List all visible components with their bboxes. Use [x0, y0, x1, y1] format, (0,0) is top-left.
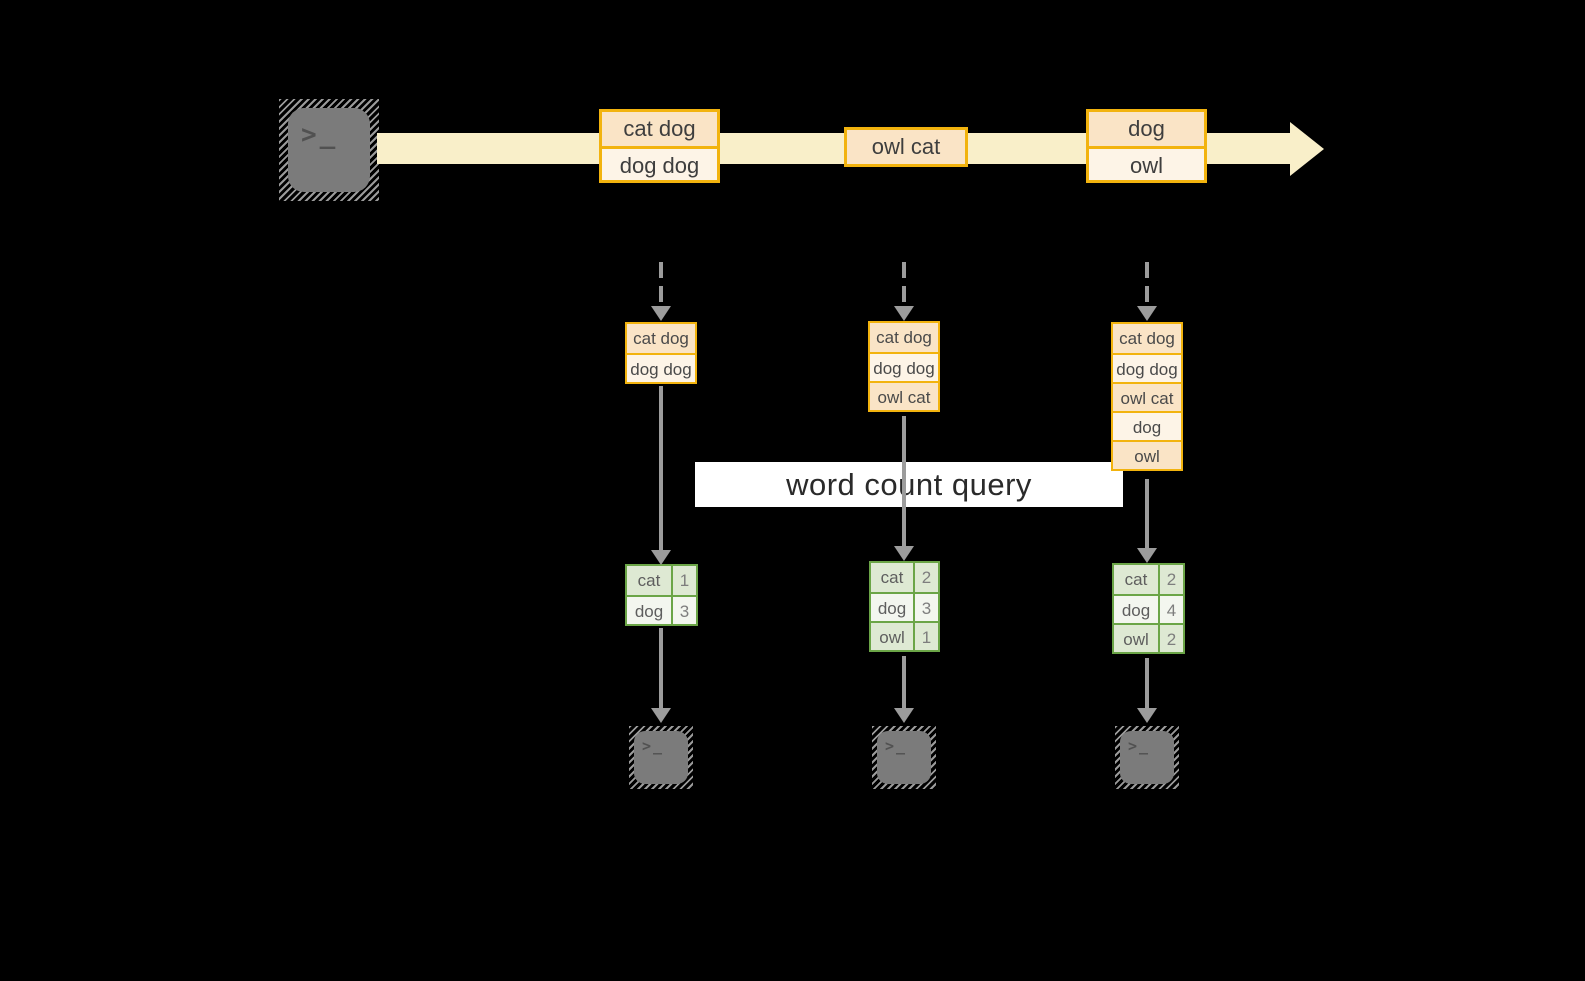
- dashed-arrow-segment: [659, 262, 663, 278]
- buffer-row: cat dog: [870, 323, 938, 352]
- terminal-prompt-icon: >_: [642, 737, 665, 755]
- stream-arrow-head-icon: [1290, 122, 1324, 176]
- buffer-box: cat dog dog dog owl cat: [868, 321, 940, 412]
- arrow-head-icon: [1137, 306, 1157, 321]
- buffer-row: dog: [1113, 411, 1181, 440]
- dashed-arrow-segment: [659, 286, 663, 302]
- dashed-arrow-segment: [1145, 286, 1149, 302]
- word-cell: cat: [880, 568, 904, 587]
- query-label: word count query: [786, 466, 1032, 502]
- arrow-head-icon: [651, 550, 671, 565]
- table-row: owl 1: [871, 621, 938, 650]
- sink-terminal-icon: >_: [872, 726, 936, 789]
- buffer-box: cat dog dog dog owl cat dog owl: [1111, 322, 1183, 471]
- buffer-row: cat dog: [1113, 324, 1181, 353]
- table-row: cat 2: [1114, 565, 1183, 594]
- buffer-row: owl cat: [1113, 382, 1181, 411]
- word-count-table: cat 2 dog 4 owl 2: [1112, 563, 1185, 654]
- message-line: dog: [1089, 112, 1204, 146]
- buffer-row: owl cat: [870, 381, 938, 410]
- buffer-row: cat dog: [627, 324, 695, 353]
- stream-message: dog owl: [1086, 109, 1207, 183]
- dashed-arrow-segment: [902, 262, 906, 278]
- count-cell: 4: [1158, 596, 1183, 623]
- terminal-screen: >_: [634, 731, 688, 784]
- terminal-prompt-icon: >_: [301, 120, 339, 150]
- count-cell: 1: [913, 623, 938, 650]
- message-line: cat dog: [602, 112, 717, 146]
- buffer-row: dog dog: [870, 352, 938, 381]
- word-cell: owl: [879, 628, 905, 647]
- count-cell: 2: [1158, 565, 1183, 594]
- down-arrow-line: [1145, 479, 1149, 549]
- stream-message: cat dog dog dog: [599, 109, 720, 183]
- terminal-screen: >_: [1120, 731, 1174, 784]
- dashed-arrow-segment: [1145, 262, 1149, 278]
- word-cell: owl: [1123, 630, 1149, 649]
- source-terminal-icon: >_: [279, 99, 379, 201]
- message-line: owl cat: [847, 130, 965, 164]
- word-count-table: cat 1 dog 3: [625, 564, 698, 626]
- arrow-head-icon: [651, 708, 671, 723]
- word-cell: dog: [877, 599, 907, 618]
- sink-terminal-icon: >_: [629, 726, 693, 789]
- word-count-table: cat 2 dog 3 owl 1: [869, 561, 940, 652]
- query-band: word count query: [695, 462, 1123, 507]
- word-cell: cat: [637, 571, 661, 590]
- terminal-screen: >_: [288, 108, 370, 192]
- buffer-row: dog dog: [1113, 353, 1181, 382]
- terminal-prompt-icon: >_: [1128, 737, 1151, 755]
- down-arrow-line: [902, 656, 906, 708]
- down-arrow-line: [902, 416, 906, 547]
- arrow-head-icon: [894, 306, 914, 321]
- buffer-box: cat dog dog dog: [625, 322, 697, 384]
- word-cell: cat: [1124, 570, 1148, 589]
- arrow-head-icon: [651, 306, 671, 321]
- table-row: dog 3: [871, 592, 938, 621]
- word-cell: dog: [634, 602, 664, 621]
- count-cell: 1: [671, 566, 696, 595]
- word-cell: dog: [1121, 601, 1151, 620]
- buffer-row: dog dog: [627, 353, 695, 382]
- down-arrow-line: [1145, 658, 1149, 708]
- count-cell: 2: [1158, 625, 1183, 652]
- arrow-head-icon: [894, 546, 914, 561]
- dashed-arrow-segment: [902, 286, 906, 302]
- table-row: cat 2: [871, 563, 938, 592]
- terminal-prompt-icon: >_: [885, 737, 908, 755]
- sink-terminal-icon: >_: [1115, 726, 1179, 789]
- buffer-row: owl: [1113, 440, 1181, 469]
- down-arrow-line: [659, 628, 663, 708]
- stream-message: owl cat: [844, 127, 968, 167]
- arrow-head-icon: [894, 708, 914, 723]
- terminal-screen: >_: [877, 731, 931, 784]
- table-row: owl 2: [1114, 623, 1183, 652]
- down-arrow-line: [659, 386, 663, 551]
- table-row: dog 4: [1114, 594, 1183, 623]
- count-cell: 2: [913, 563, 938, 592]
- count-cell: 3: [671, 597, 696, 624]
- table-row: cat 1: [627, 566, 696, 595]
- arrow-head-icon: [1137, 548, 1157, 563]
- message-line: owl: [1089, 146, 1204, 180]
- message-line: dog dog: [602, 146, 717, 180]
- count-cell: 3: [913, 594, 938, 621]
- table-row: dog 3: [627, 595, 696, 624]
- arrow-head-icon: [1137, 708, 1157, 723]
